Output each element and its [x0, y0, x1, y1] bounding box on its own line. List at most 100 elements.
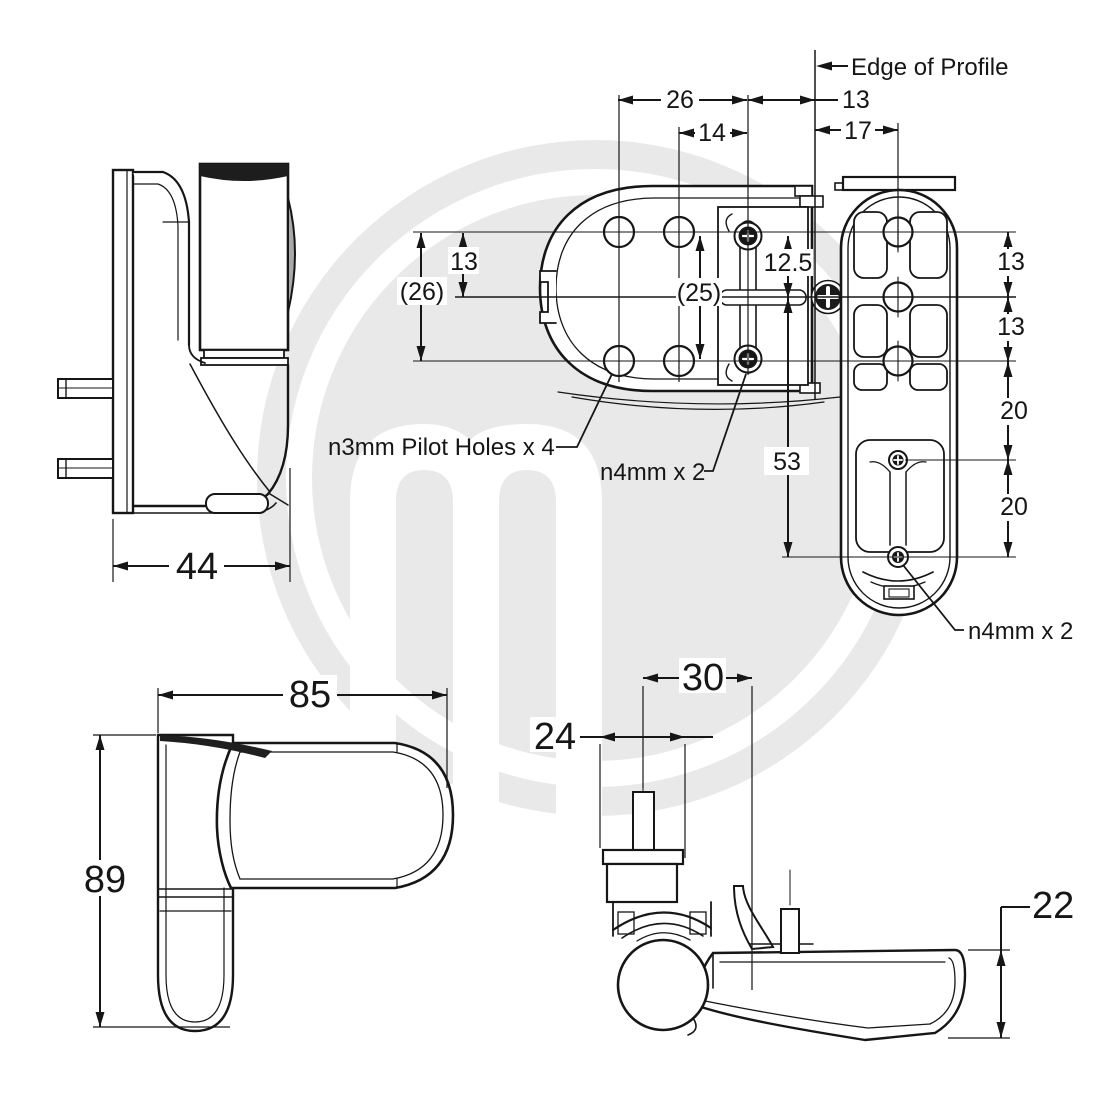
flag-cutout-r3-left: [853, 363, 888, 391]
dim-text-44: 44: [176, 546, 218, 588]
dim-text-14: 14: [698, 119, 726, 147]
arrow-17-right: [883, 125, 898, 135]
arrow-24-left: [600, 732, 615, 742]
dim-text-13-top: 13: [842, 86, 870, 114]
arrowheads: [95, 61, 1013, 1038]
flag-web-flare-left: [869, 461, 891, 473]
side-cap-top-band: [200, 164, 288, 181]
arrow-85-left: [158, 690, 173, 700]
end-flag-column: [605, 862, 679, 904]
front-flag-inner: [165, 744, 225, 1023]
arrow-chain-297-down: [1003, 282, 1013, 297]
bg-44: [169, 548, 224, 583]
arrow-30-right: [737, 673, 752, 683]
side-frame-plate: [111, 168, 135, 515]
n4-bottom-label: n4mm x 2: [968, 618, 1073, 645]
side-view: [57, 162, 296, 515]
edge-of-profile-label: Edge of Profile: [851, 54, 1008, 81]
leader-n4-bottom: [902, 564, 964, 631]
end-shroud-arc-mid: [621, 922, 704, 939]
plan-bottom-shadow-arc-1: [557, 391, 841, 405]
plan-right-step-top: [794, 185, 813, 197]
arrow-chain-297-up: [1003, 297, 1013, 312]
flag-cutout-r3-right: [909, 363, 948, 391]
flag-bottom-notch-inner: [888, 588, 910, 598]
front-sash-inner: [229, 751, 444, 880]
arrow-85-right: [432, 690, 447, 700]
arrow-22-top: [996, 950, 1006, 966]
bg-85: [283, 675, 337, 711]
end-flag-cap-plate: [601, 848, 685, 866]
leader-pilot-holes: [556, 373, 613, 448]
arrow-44-left: [113, 561, 128, 571]
side-body-mold-curve: [189, 363, 271, 493]
arrow-17-left: [815, 125, 830, 135]
dim-text-30: 30: [682, 657, 724, 699]
bg-13L: [448, 247, 479, 274]
plan-right-step-bottom: [799, 382, 821, 394]
bg-30: [679, 658, 726, 693]
arrow-53-bottom: [783, 542, 793, 557]
arrow-chain-557-down: [1003, 542, 1013, 557]
arrow-14-right: [732, 128, 747, 138]
side-washer-upper: [203, 349, 285, 359]
watermark-m-glyph: [350, 424, 602, 1000]
arrow-89-bottom: [95, 1012, 105, 1027]
arrow-25-top: [695, 236, 705, 251]
plan-sash-inner: [555, 197, 801, 380]
end-shroud-pad-right: [689, 911, 707, 935]
arrow-chain-362-down: [1003, 347, 1013, 362]
end-rear-pin: [780, 908, 800, 954]
arrow-13L-top: [458, 233, 468, 248]
arrow-30-left: [643, 673, 658, 683]
leader-n4-top: [704, 373, 747, 472]
plan-right-step-mid: [799, 195, 824, 208]
arrow-24-right: [670, 732, 685, 742]
arrow-14-left: [679, 128, 694, 138]
bg-20a: [996, 398, 1031, 425]
bg-26L: [397, 277, 447, 305]
arrow-25-bottom: [695, 344, 705, 359]
flag-view: [834, 175, 959, 617]
dim-text-89: 89: [84, 859, 126, 901]
arrow-44-right: [275, 561, 290, 571]
arrow-125-bottom: [783, 283, 793, 298]
flag-web-flare-right: [905, 461, 927, 473]
side-washer-lower: [200, 357, 289, 366]
side-bracket-outer: [131, 170, 191, 347]
end-shroud-arc-inner: [636, 932, 691, 942]
arrow-chain-362-up: [1003, 362, 1013, 377]
dim-text-85: 85: [289, 674, 331, 716]
end-fin: [732, 885, 775, 951]
front-view: [156, 733, 455, 1033]
dim-text-flag-20b: 20: [1000, 493, 1028, 521]
end-shroud-arc-outer: [611, 911, 713, 932]
side-cap-bulge: [287, 197, 296, 313]
flag-inner-outline: [847, 196, 951, 609]
bg-20b: [996, 494, 1031, 521]
dim-text-flag-13b: 13: [997, 313, 1025, 341]
flag-cutout-r1-right: [909, 211, 948, 279]
dim-text-12-5: 12.5: [764, 249, 813, 277]
dim-text-22: 22: [1032, 885, 1074, 927]
arrow-26-left: [618, 95, 633, 105]
arrow-26-right: [732, 95, 747, 105]
side-bracket-inner: [132, 183, 179, 341]
construction-lines: [413, 50, 1016, 558]
bg-13b: [994, 314, 1025, 341]
plan-fixing-hook-bottom: [725, 363, 733, 382]
dim-text-backgrounds: [77, 86, 1031, 896]
bg-89: [77, 860, 132, 896]
arrow-13L-bottom: [458, 282, 468, 297]
end-knuckle-circle: [616, 938, 710, 1032]
flag-cutout-r2-left: [853, 304, 888, 358]
arrow-89-top: [95, 735, 105, 750]
end-knuckle-tip: [687, 1017, 697, 1036]
dim-text-flag-13a: 13: [997, 248, 1025, 276]
end-shroud-pad-left: [617, 911, 635, 935]
dimension-texts: Edge of Profile 26 14 13 17 (26) 13 (25)…: [84, 54, 1074, 927]
dim-text-24: 24: [534, 716, 576, 758]
bg-53: [764, 447, 809, 475]
flag-bottom-arc-outer: [862, 571, 934, 582]
